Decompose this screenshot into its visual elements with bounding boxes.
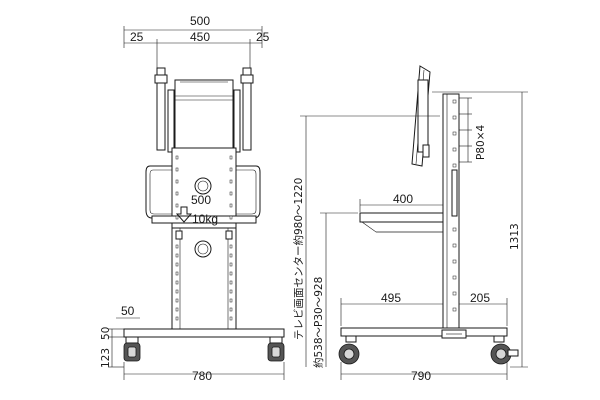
dim-shelf-height: 約538～P30～928 — [312, 277, 325, 368]
dim-shelf-width: 500 — [191, 193, 211, 207]
load-indicator: 10kg — [175, 206, 218, 226]
dim-total-height: 1313 — [509, 223, 521, 250]
dim-inner-width: 450 — [190, 30, 210, 44]
front-column-hole — [175, 280, 179, 285]
front-column-hole — [229, 215, 233, 220]
front-view: 500 25 450 25 500 — [100, 14, 285, 383]
side-center-dimension: テレビ画面センター約980～1220 — [292, 115, 440, 367]
front-column-hole — [175, 215, 179, 220]
side-front-caster — [338, 335, 360, 365]
dim-base-width: 780 — [192, 369, 212, 383]
dim-base-rear: 205 — [470, 291, 490, 305]
dim-tv-center-height: テレビ画面センター約980～1220 — [292, 178, 305, 340]
front-left-caster — [123, 336, 141, 362]
front-column-hole — [229, 191, 233, 196]
side-column-hole — [452, 147, 457, 152]
dim-width-total: 500 — [190, 14, 210, 28]
front-handle — [145, 165, 172, 219]
front-column-hole — [175, 262, 179, 267]
load-rating: 10kg — [192, 212, 218, 226]
side-base-dimensions: 495 205 — [340, 291, 508, 326]
dim-base-height: 123 — [100, 348, 112, 368]
front-bracket-box — [174, 79, 234, 153]
front-column-hole — [229, 289, 233, 294]
front-column-hole — [175, 307, 179, 312]
dim-margin-left: 25 — [130, 30, 144, 44]
front-column-hole — [229, 167, 233, 172]
front-left-bracket-arm — [167, 89, 175, 153]
dim-mount-pitch: P80×4 — [475, 125, 487, 160]
side-view: P80×4 テレビ画面センター約980～1220 400 約538～P30～92… — [292, 65, 528, 383]
side-column-hole — [452, 99, 457, 104]
side-column-hole — [452, 259, 457, 264]
front-bottom-dimension: 780 — [123, 362, 285, 383]
dim-base-front: 495 — [381, 291, 401, 305]
front-column-hole — [175, 271, 179, 276]
front-column-hole — [229, 307, 233, 312]
side-column-hole — [452, 243, 457, 248]
side-column-hole — [452, 131, 457, 136]
front-right-bracket-arm — [233, 89, 241, 153]
dim-margin-right: 25 — [256, 30, 270, 44]
front-column-holes — [175, 155, 233, 321]
front-base — [123, 328, 285, 338]
front-column-hole — [175, 203, 179, 208]
front-top-dimensions: 500 25 450 25 — [123, 14, 270, 70]
side-shelf-dimension: 約538～P30～928 — [312, 212, 358, 368]
front-right-rail — [242, 67, 252, 151]
dim-base-plate: 50 — [121, 304, 135, 318]
dim-caster-height: 50 — [100, 327, 112, 340]
front-column-hole — [175, 179, 179, 184]
front-column-hole — [229, 262, 233, 267]
side-column-hole — [452, 163, 457, 168]
front-column-hole — [175, 244, 179, 249]
front-shelf — [151, 215, 257, 224]
side-rear-caster — [490, 335, 519, 365]
front-left-dimensions: 50 123 50 — [100, 304, 140, 368]
side-pitch-dimensions: P80×4 — [459, 97, 487, 163]
side-slot — [451, 169, 458, 217]
front-right-rail-clip — [240, 74, 254, 84]
front-left-rail-clip — [154, 74, 168, 84]
front-column-hole — [175, 253, 179, 258]
front-column-hole — [229, 244, 233, 249]
front-column-hole — [229, 316, 233, 321]
front-column-hole — [175, 289, 179, 294]
front-column-hole — [175, 155, 179, 160]
front-column-hole — [229, 280, 233, 285]
front-left-rail — [156, 67, 166, 151]
front-column-hole — [229, 155, 233, 160]
front-column-hole — [229, 253, 233, 258]
front-column-hole — [175, 298, 179, 303]
side-column-hole — [452, 115, 457, 120]
dim-base-depth: 790 — [411, 369, 431, 383]
front-column-hole — [229, 271, 233, 276]
front-column-hole — [175, 167, 179, 172]
side-shelf: 400 — [359, 192, 444, 233]
dim-shelf-depth: 400 — [393, 192, 413, 206]
down-arrow-icon — [175, 206, 193, 223]
front-column-hole — [229, 298, 233, 303]
side-column-hole — [452, 227, 457, 232]
side-column-hole — [452, 291, 457, 296]
side-total-dimension: 1313 — [432, 91, 528, 368]
front-right-caster — [267, 336, 285, 362]
front-column-hole — [229, 179, 233, 184]
front-column-hole — [229, 203, 233, 208]
front-column-hole — [175, 191, 179, 196]
front-cable-hole-upper — [194, 177, 212, 195]
front-cable-hole-lower — [194, 240, 212, 258]
front-column-hole — [175, 316, 179, 321]
side-bottom-dimension: 790 — [340, 362, 508, 383]
side-base — [340, 327, 508, 339]
side-column-hole — [452, 275, 457, 280]
side-column-hole — [452, 307, 457, 312]
